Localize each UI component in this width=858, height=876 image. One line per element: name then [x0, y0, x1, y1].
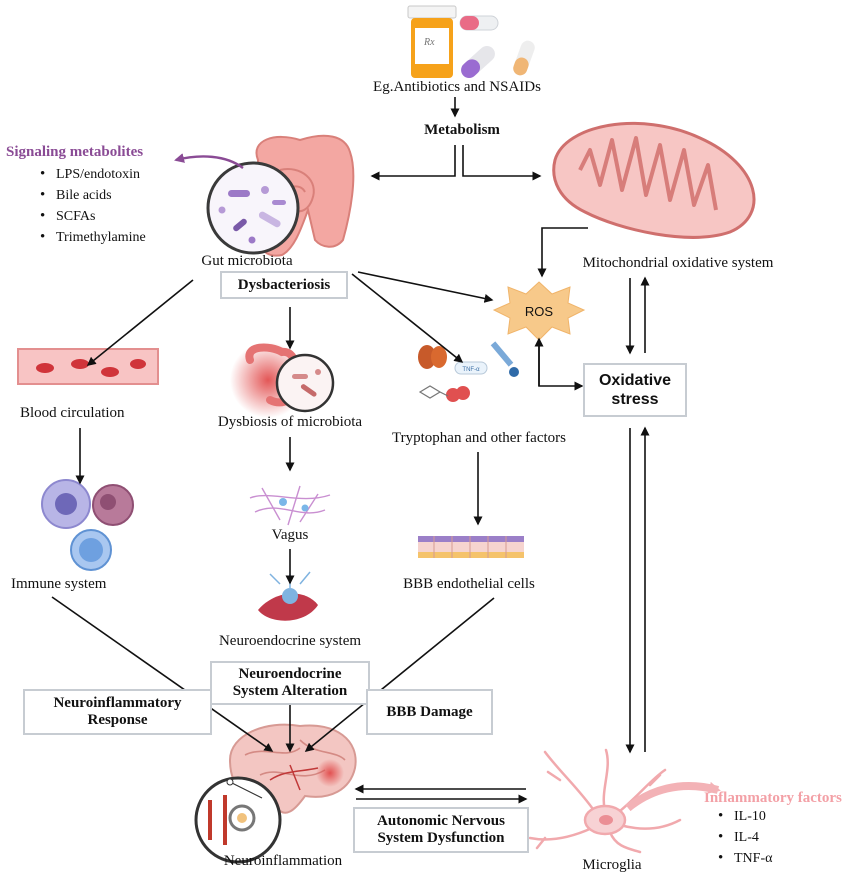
inflammatory-list: IL-10 IL-4 TNF-α	[718, 806, 772, 869]
gut-microbiota-illustration	[206, 134, 355, 257]
drugs-label: Eg.Antibiotics and NSAIDs	[373, 79, 541, 95]
gut-microbiota-label: Gut microbiota	[201, 253, 293, 269]
neuroinflammatory-response-box: Neuroinflammatory Response	[23, 689, 212, 735]
dysbiosis-label: Dysbiosis of microbiota	[217, 414, 363, 430]
mitochondrial-label: Mitochondrial oxidative system	[582, 255, 774, 271]
arrow-gut-to-signaling	[174, 153, 244, 169]
neuroinflammation-label: Neuroinflammation	[223, 853, 343, 869]
bbb-endothelial-illustration	[418, 536, 524, 558]
arrow-metabolism-to-mitochondria	[462, 145, 542, 181]
dysbiosis-illustration	[230, 342, 335, 418]
list-item: Bile acids	[40, 185, 146, 206]
arrow-gut-to-blood	[86, 279, 194, 366]
flow-arrows	[51, 97, 650, 804]
arrow-metabolism-to-gut	[370, 145, 456, 181]
signaling-title: Signaling metabolites	[6, 144, 144, 160]
tnf-tag: TNF-α	[462, 367, 480, 373]
immune-system-label: Immune system	[11, 576, 107, 592]
neuroendocrine-alteration-box: Neuroendocrine System Alteration	[210, 661, 370, 705]
bbb-damage-box: BBB Damage	[366, 689, 493, 735]
list-item: IL-4	[718, 827, 772, 848]
neuroendocrine-illustration	[258, 571, 318, 621]
vagus-nerve-illustration	[249, 485, 331, 526]
neuroendocrine-system-label: Neuroendocrine system	[218, 633, 362, 649]
list-item: TNF-α	[718, 848, 772, 869]
arrow-dysbacteriosis-to-tryptophan	[351, 273, 464, 363]
inflammatory-title: Inflammatory factors	[704, 790, 842, 806]
svg-text:Rx: Rx	[423, 37, 435, 48]
blood-vessel-illustration	[17, 348, 159, 385]
list-item: SCFAs	[40, 206, 146, 227]
tryptophan-factors-illustration: TNF-α	[418, 341, 519, 402]
list-item: LPS/endotoxin	[40, 164, 146, 185]
arrow-immune-to-neuroinflammation	[51, 596, 274, 752]
list-item: Trimethylamine	[40, 227, 146, 248]
ros-label: ROS	[524, 304, 554, 319]
dysbacteriosis-box: Dysbacteriosis	[220, 271, 348, 299]
mitochondria-illustration	[552, 121, 756, 239]
arrow-mitochondria-to-ros	[537, 227, 588, 278]
pill-bottle-icon: Rx	[407, 5, 457, 78]
capsule-icon	[459, 15, 535, 79]
oxidative-stress-box: Oxidative stress	[583, 363, 687, 417]
immune-cells-illustration	[41, 479, 134, 571]
vagus-label: Vagus	[271, 527, 309, 543]
bbb-cells-label: BBB endothelial cells	[403, 576, 535, 592]
microglia-label: Microglia	[582, 857, 642, 873]
microglia-illustration	[528, 748, 682, 854]
blood-circulation-label: Blood circulation	[20, 405, 125, 421]
arrow-bbb-to-neuroinflammation	[304, 597, 495, 752]
signaling-list: LPS/endotoxin Bile acids SCFAs Trimethyl…	[40, 164, 146, 248]
tryptophan-label: Tryptophan and other factors	[392, 430, 566, 446]
arrow-dysbacteriosis-to-ros	[357, 271, 494, 303]
metabolism-label: Metabolism	[424, 122, 500, 138]
list-item: IL-10	[718, 806, 772, 827]
arrow-ros-stress	[538, 340, 584, 391]
autonomic-dysfunction-box: Autonomic Nervous System Dysfunction	[353, 807, 529, 853]
arrow-microglia-to-inflammatory	[625, 781, 721, 812]
brain-illustration	[194, 723, 357, 864]
